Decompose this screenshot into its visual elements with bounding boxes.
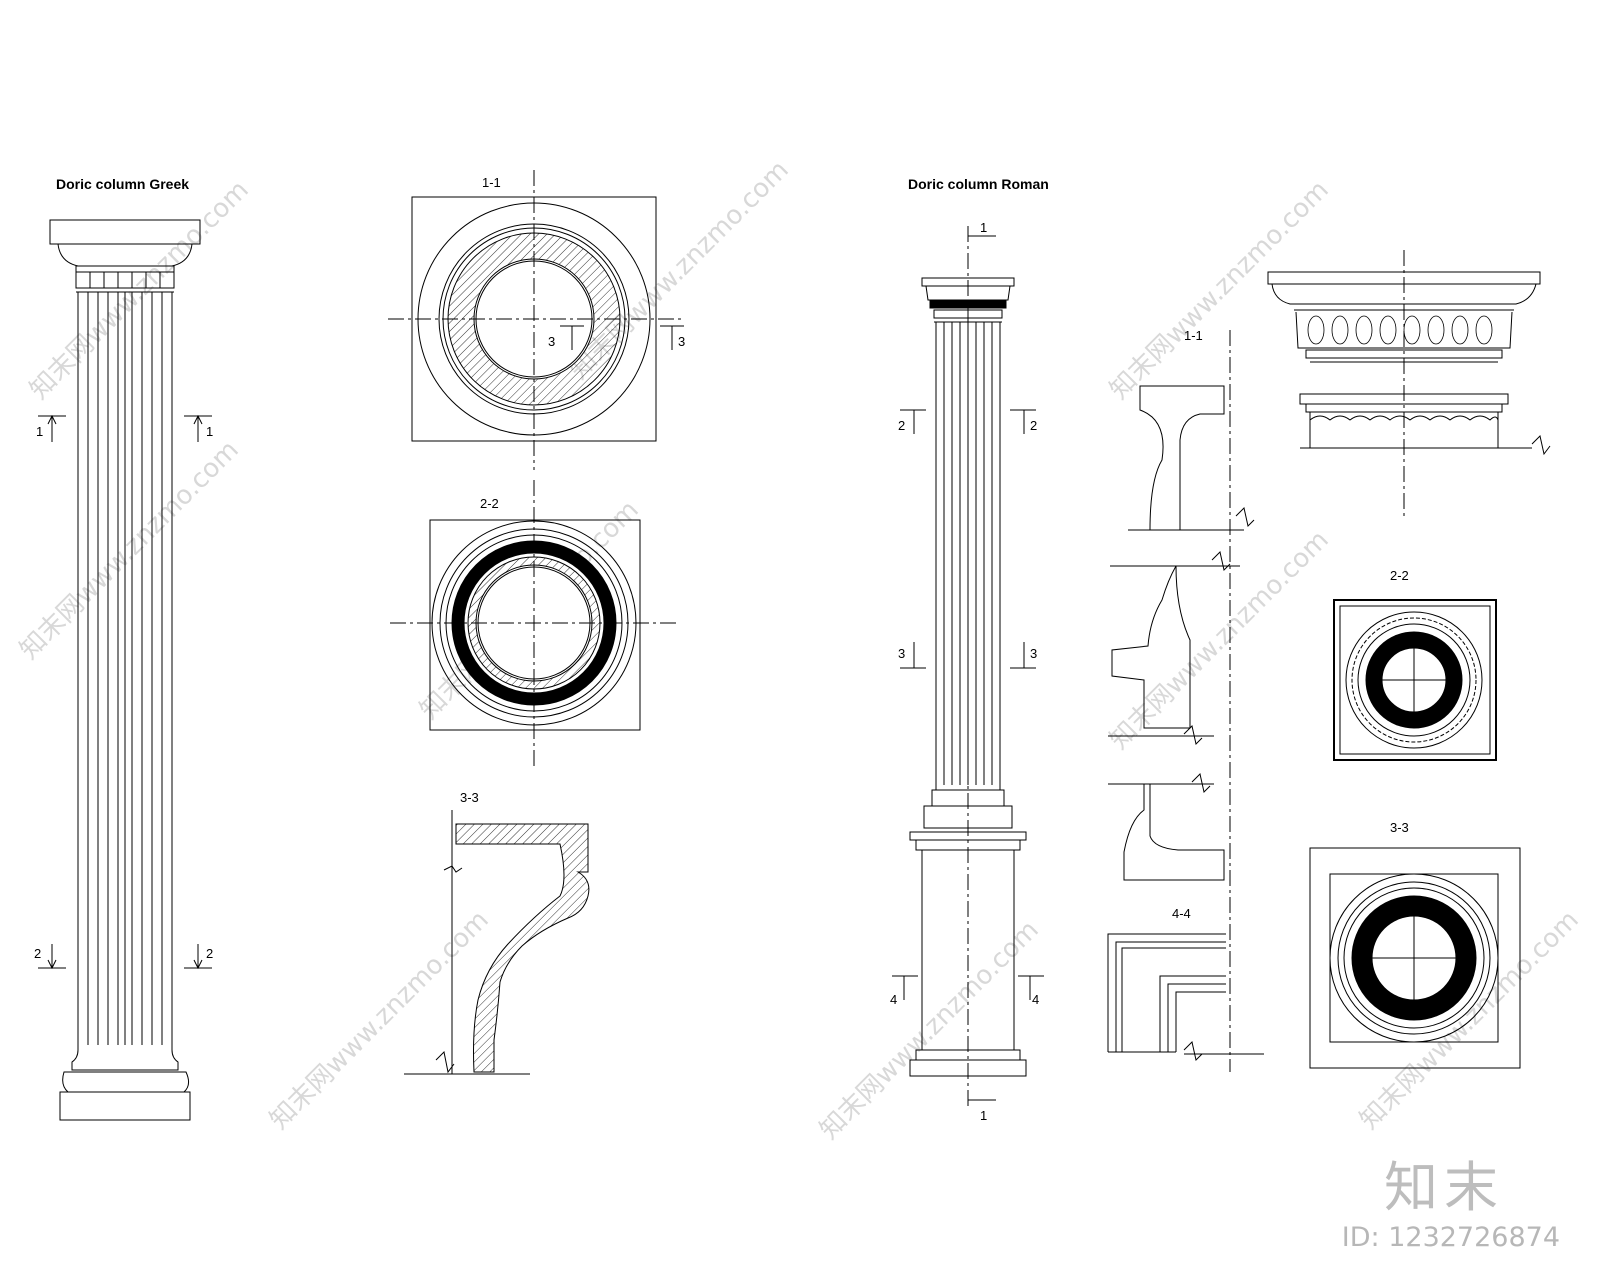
- greek-column-elevation: [38, 219, 212, 1121]
- greek-section-2-2: [390, 480, 680, 770]
- greek-cut-3-inner: 3: [548, 334, 556, 349]
- watermark-brand: 知末: [1384, 1156, 1504, 1219]
- roman-section-3-3: [1309, 847, 1521, 1069]
- roman-section-4-4: [1107, 933, 1264, 1061]
- greek-title: Doric column Greek: [56, 176, 190, 192]
- roman-cut-1-top: 1: [980, 220, 988, 235]
- greek-cut-3-outer: 3: [678, 334, 686, 349]
- greek-label-1-1: 1-1: [482, 175, 501, 190]
- roman-cut-2-right: 2: [1030, 418, 1038, 433]
- roman-cut-3-right: 3: [1030, 646, 1038, 661]
- greek-cut-2-right: 2: [206, 946, 214, 961]
- greek-section-1-1: [388, 170, 684, 470]
- roman-label-1-1: 1-1: [1184, 328, 1203, 343]
- roman-section-2-2: [1333, 599, 1497, 761]
- roman-label-2-2: 2-2: [1390, 568, 1409, 583]
- roman-capital-detail: [1267, 250, 1551, 520]
- roman-cut-2-left: 2: [898, 418, 906, 433]
- greek-cut-1-left: 1: [36, 424, 44, 439]
- roman-cut-3-left: 3: [898, 646, 906, 661]
- greek-label-3-3: 3-3: [460, 790, 479, 805]
- roman-cut-4-left: 4: [890, 992, 898, 1007]
- roman-title: Doric column Roman: [908, 176, 1049, 192]
- greek-cut-2-left: 2: [34, 946, 42, 961]
- greek-section-3-3: [404, 810, 590, 1075]
- watermark-id: ID: 1232726874: [1341, 1222, 1560, 1253]
- greek-cut-1-right: 1: [206, 424, 214, 439]
- greek-label-2-2: 2-2: [480, 496, 499, 511]
- roman-label-4-4: 4-4: [1172, 906, 1191, 921]
- roman-cut-1-bottom: 1: [980, 1108, 988, 1123]
- roman-section-1-1: [1108, 330, 1255, 1072]
- roman-label-3-3: 3-3: [1390, 820, 1409, 835]
- roman-cut-4-right: 4: [1032, 992, 1040, 1007]
- roman-column-elevation: [892, 226, 1044, 1110]
